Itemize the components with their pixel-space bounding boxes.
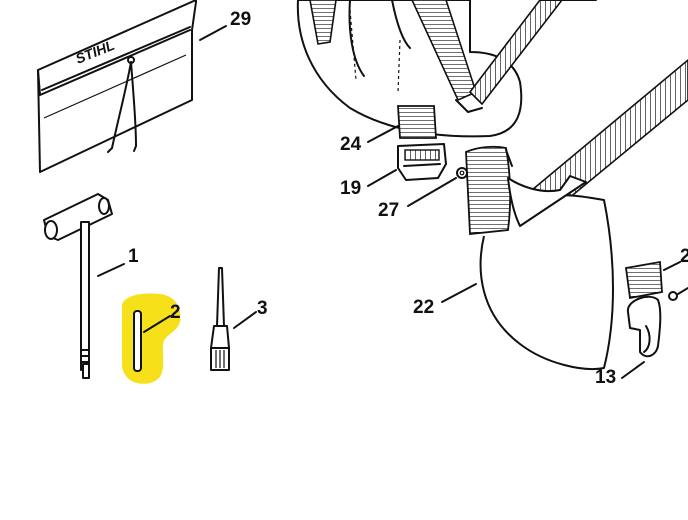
screwdriver <box>210 267 230 371</box>
callout-22: 22 <box>413 297 434 318</box>
leader-lines <box>97 25 688 379</box>
buckle <box>397 143 447 181</box>
combination-wrench <box>43 193 113 379</box>
callout-19: 19 <box>340 178 361 199</box>
carabiner-hook <box>624 260 678 358</box>
callout-27: 27 <box>378 200 399 221</box>
washer <box>456 167 468 179</box>
callout-24: 24 <box>340 134 362 155</box>
callout-3: 3 <box>257 298 268 319</box>
callout-2: 2 <box>170 302 181 323</box>
callout-13: 13 <box>595 367 616 388</box>
callout-1: 1 <box>128 246 139 267</box>
callout-29: 29 <box>230 9 251 30</box>
buckle-cover <box>397 105 437 139</box>
callout-edge: 2 <box>680 246 688 267</box>
pin <box>133 310 142 372</box>
tool-pouch: STIHL <box>37 0 197 173</box>
harness-assembly <box>296 0 688 370</box>
callout-labels: 29 24 19 27 1 2 3 22 13 2 <box>128 9 688 388</box>
